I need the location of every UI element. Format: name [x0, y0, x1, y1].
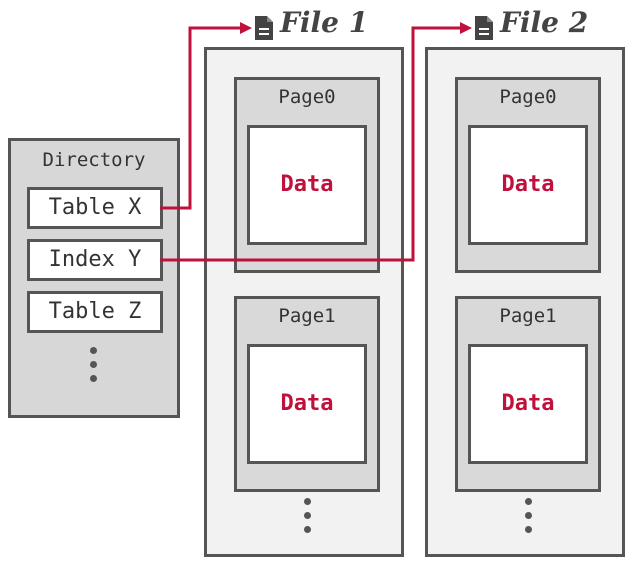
directory-more-dots: [90, 347, 97, 389]
page-title: Page0: [499, 86, 557, 108]
data-box: Data: [468, 125, 588, 245]
file-2-page-0: Page0 Data: [455, 77, 601, 273]
page-title: Page1: [499, 305, 557, 327]
file-icon: [472, 10, 498, 44]
data-label: Data: [280, 172, 334, 197]
data-label: Data: [501, 391, 555, 416]
directory-item-table-z[interactable]: Table Z: [27, 291, 163, 333]
file-2-title: File 2: [500, 6, 589, 39]
arrow-index-y-to-file-2: [160, 26, 462, 262]
page-title: Page0: [278, 86, 336, 108]
data-box: Data: [247, 344, 367, 464]
data-label: Data: [280, 391, 334, 416]
data-box: Data: [468, 344, 588, 464]
file-2-container: Page0 Data Page1 Data: [425, 47, 625, 557]
file-1-title: File 1: [280, 6, 369, 39]
directory-panel: Directory Table X Index Y Table Z: [8, 138, 180, 418]
arrow-head-file-2: [460, 22, 472, 34]
directory-item-table-x[interactable]: Table X: [27, 187, 163, 229]
data-label: Data: [501, 172, 555, 197]
file-2-page-1: Page1 Data: [455, 296, 601, 492]
directory-item-index-y[interactable]: Index Y: [27, 239, 163, 281]
directory-title: Directory: [42, 149, 146, 171]
file-icon: [252, 10, 278, 44]
file-1-more-dots: [304, 498, 311, 540]
file-1-page-1: Page1 Data: [234, 296, 380, 492]
page-title: Page1: [278, 305, 336, 327]
file-1-container: Page0 Data Page1 Data: [204, 47, 404, 557]
arrow-head-file-1: [240, 22, 252, 34]
file-2-more-dots: [525, 498, 532, 540]
data-box: Data: [247, 125, 367, 245]
arrow-table-x-to-file-1: [160, 26, 242, 210]
file-1-page-0: Page0 Data: [234, 77, 380, 273]
